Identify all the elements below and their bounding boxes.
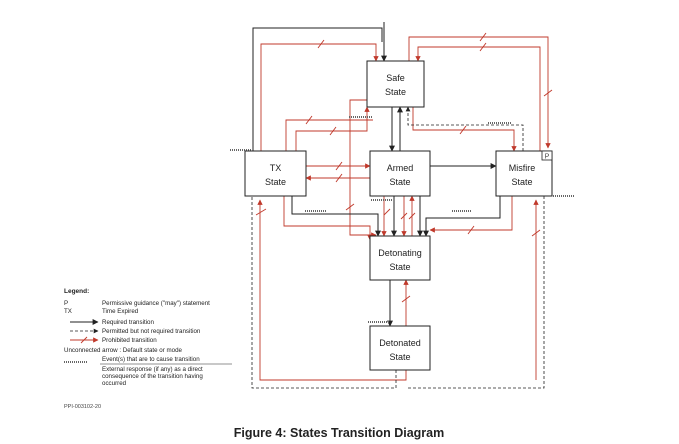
misfire-permissive-flag: P	[545, 154, 550, 161]
event-labels	[230, 116, 574, 323]
legend: Legend: P Permissive guidance ("may") st…	[64, 288, 232, 387]
misfire-state-line1: Misfire	[509, 163, 536, 173]
legend-text-required: Required transition	[102, 319, 154, 326]
legend-response-line2: consequence of the transition having	[102, 373, 203, 380]
tx-state-line2: State	[265, 177, 286, 187]
legend-heading: Legend:	[64, 288, 89, 295]
legend-text-permitted: Permitted but not required transition	[102, 328, 201, 335]
detonated-state-box: Detonated State	[369, 325, 431, 371]
safe-state-box: Safe State	[366, 60, 425, 108]
detonated-state-line2: State	[389, 352, 410, 362]
legend-text-prohibited: Prohibited transition	[102, 337, 157, 344]
tx-state-line1: TX	[270, 163, 282, 173]
detonating-state-box: Detonating State	[369, 235, 431, 281]
prohibited-marks	[255, 32, 553, 303]
misfire-state-line2: State	[511, 177, 532, 187]
legend-response-line3: occurred	[102, 380, 127, 387]
legend-key-p: P	[64, 300, 68, 307]
safe-state-line1: Safe	[386, 73, 405, 83]
misfire-state-box: P Misfire State	[495, 150, 553, 197]
armed-state-line2: State	[389, 177, 410, 187]
armed-state-line1: Armed	[387, 163, 414, 173]
legend-event-label: Event(s) that are to cause transition	[102, 356, 200, 363]
armed-state-box: Armed State	[369, 150, 431, 197]
detonated-state-line1: Detonated	[379, 338, 421, 348]
legend-text-p: Permissive guidance ("may") statement	[102, 300, 210, 307]
transition-lines	[250, 22, 551, 389]
detonating-state-line1: Detonating	[378, 248, 422, 258]
legend-response-line1: External response (if any) as a direct	[102, 366, 203, 373]
legend-unconnected: Unconnected arrow : Default state or mod…	[64, 347, 183, 354]
safe-state-line2: State	[385, 87, 406, 97]
tx-state-box: TX State	[244, 150, 307, 197]
document-id: PPI-003102-20	[64, 404, 101, 410]
figure-caption: Figure 4: States Transition Diagram	[234, 426, 444, 440]
legend-key-tx: TX	[64, 308, 72, 315]
legend-text-tx: Time Expired	[102, 308, 139, 315]
detonating-state-line2: State	[389, 262, 410, 272]
